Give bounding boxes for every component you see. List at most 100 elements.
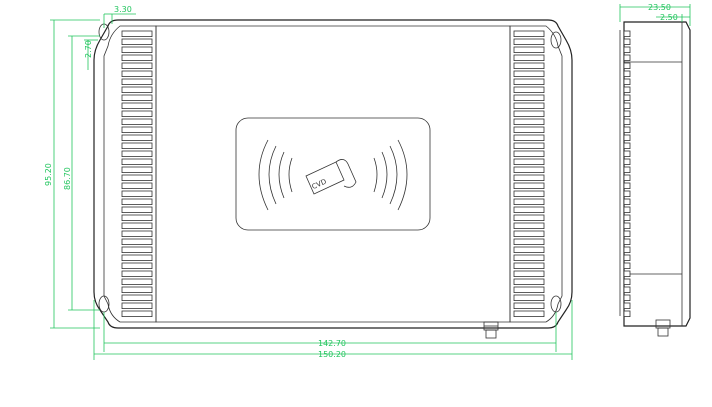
right-fin-slot (513, 222, 545, 229)
right-fin-slot (513, 126, 545, 133)
dim-side-flange: 2.50 (660, 13, 678, 22)
right-fin-slot (513, 214, 545, 221)
side-fin-slot (623, 214, 631, 221)
right-fin-slot (513, 206, 545, 213)
front-connector (483, 321, 499, 339)
left-fin-slot (121, 134, 153, 141)
side-fin-slot (623, 222, 631, 229)
right-fin-slot (513, 174, 545, 181)
side-fin-slot (623, 238, 631, 245)
left-fin-slot (121, 70, 153, 77)
left-fin-block (103, 25, 157, 323)
right-fin-slot (513, 134, 545, 141)
right-fin-slot (513, 166, 545, 173)
left-fin-slot (121, 102, 153, 109)
side-fin-slot (623, 230, 631, 237)
dim-side-depth: 23.50 (648, 3, 671, 12)
right-fin-slot (513, 86, 545, 93)
dim-hole-offset: 3.30 (114, 5, 132, 14)
side-fin-slot (623, 62, 631, 69)
right-fin-slot (513, 62, 545, 69)
right-fin-slot (513, 142, 545, 149)
left-fin-slot (121, 94, 153, 101)
right-fin-slot (513, 270, 545, 277)
right-fin-slot (513, 262, 545, 269)
side-fin-slot (623, 190, 631, 197)
right-fin-slot (513, 110, 545, 117)
dim-inner-height: 86.70 (63, 167, 72, 190)
side-fin-slot (623, 134, 631, 141)
side-fin-slot (623, 278, 631, 285)
left-fin-slot (121, 190, 153, 197)
rfid-card-icon: CVD (258, 139, 408, 211)
right-fin-slot (513, 54, 545, 61)
dim-overall-height: 95.20 (44, 163, 53, 186)
right-fin-slot (513, 198, 545, 205)
left-fin-slot (121, 126, 153, 133)
side-fin-slot (623, 174, 631, 181)
right-fin-slot (513, 254, 545, 261)
side-fin-slot (623, 198, 631, 205)
right-fin-slot (513, 46, 545, 53)
left-fin-slot (121, 278, 153, 285)
left-fin-slot (121, 302, 153, 309)
left-fin-slot (121, 198, 153, 205)
side-fin-slot (623, 302, 631, 309)
left-fin-slot (121, 166, 153, 173)
side-fin-slot (623, 118, 631, 125)
left-fin-slot (121, 54, 153, 61)
right-fin-slot (513, 278, 545, 285)
side-fin-slot (623, 78, 631, 85)
left-fin-slot (121, 270, 153, 277)
side-fin-slot (623, 86, 631, 93)
left-fin-slot (121, 86, 153, 93)
side-fin-slot (623, 30, 631, 37)
right-fin-slot (513, 230, 545, 237)
right-fin-slot (513, 102, 545, 109)
side-fin-slot (623, 142, 631, 149)
side-fin-slot (623, 182, 631, 189)
left-fin-slot (121, 262, 153, 269)
front-body-outline (93, 19, 573, 329)
front-center-panel (155, 25, 511, 323)
side-fin-slot (623, 310, 631, 317)
left-fin-slot (121, 150, 153, 157)
side-body-outline (623, 21, 691, 327)
left-fin-slot (121, 142, 153, 149)
left-fin-slot (121, 310, 153, 317)
left-fin-slot (121, 158, 153, 165)
right-fin-slot (513, 158, 545, 165)
side-fin-slot (623, 126, 631, 133)
right-fin-slot (513, 182, 545, 189)
left-fin-slot (121, 206, 153, 213)
right-fin-slot (513, 30, 545, 37)
side-view (619, 21, 691, 337)
right-fin-slot (513, 286, 545, 293)
side-fin-slot (623, 150, 631, 157)
mount-hole-top-right (550, 31, 562, 49)
side-fin-slot (623, 110, 631, 117)
reader-window (235, 117, 431, 231)
side-connector (655, 319, 671, 337)
left-fin-slot (121, 246, 153, 253)
dim-hole-vertical-offset: 2.70 (84, 40, 93, 58)
side-fin-slot (623, 94, 631, 101)
left-fin-slot (121, 222, 153, 229)
side-fin-slot (623, 254, 631, 261)
mount-hole-bottom-left (98, 295, 110, 313)
left-fin-slot (121, 38, 153, 45)
dim-hole-spacing-width: 142.70 (318, 339, 346, 348)
right-fin-slot (513, 38, 545, 45)
left-fin-slot (121, 238, 153, 245)
right-fin-slot (513, 310, 545, 317)
right-fin-slot (513, 190, 545, 197)
right-fin-slot (513, 302, 545, 309)
left-cooling-fins (121, 30, 153, 317)
side-fin-slot (623, 262, 631, 269)
right-cooling-fins (513, 30, 545, 317)
right-fin-slot (513, 294, 545, 301)
left-fin-slot (121, 78, 153, 85)
right-fin-slot (513, 78, 545, 85)
left-fin-slot (121, 294, 153, 301)
